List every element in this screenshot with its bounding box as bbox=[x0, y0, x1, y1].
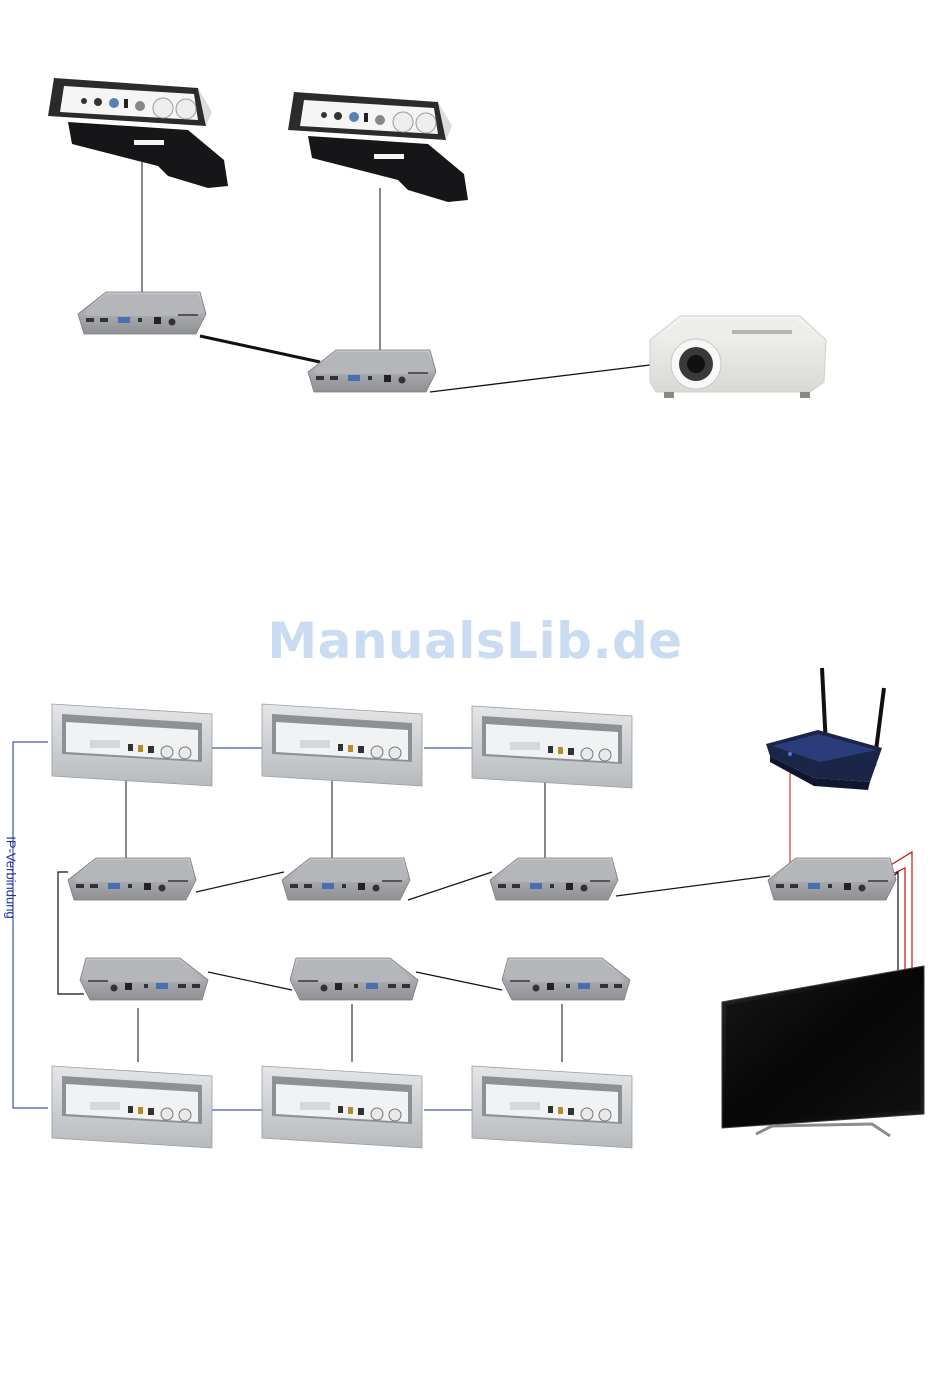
ip-connection-lines bbox=[13, 742, 472, 1110]
hdmi-cable bbox=[430, 365, 650, 392]
extender-box bbox=[768, 858, 896, 900]
extender-box bbox=[80, 958, 208, 1000]
vertical-wires bbox=[126, 760, 790, 1062]
tilt-socket-panel bbox=[288, 92, 468, 202]
table-connection-box bbox=[52, 1066, 212, 1148]
table-connection-box bbox=[52, 704, 212, 786]
extender-box bbox=[290, 958, 418, 1000]
table-connection-box bbox=[472, 706, 632, 788]
table-connection-box bbox=[472, 1066, 632, 1148]
extender-box bbox=[78, 292, 206, 334]
flat-screen-tv bbox=[722, 966, 924, 1136]
projector bbox=[650, 316, 826, 398]
link-cable bbox=[200, 336, 320, 362]
bottom-scene bbox=[13, 668, 924, 1148]
extender-box bbox=[502, 958, 630, 1000]
extender-box bbox=[308, 350, 436, 392]
tilt-socket-panel bbox=[48, 78, 228, 188]
watermark: ManualsLib.de bbox=[0, 612, 950, 670]
top-scene bbox=[48, 78, 826, 398]
wifi-router bbox=[766, 668, 884, 790]
extender-box bbox=[68, 858, 196, 900]
extender-box bbox=[282, 858, 410, 900]
table-connection-box bbox=[262, 704, 422, 786]
tv-stand bbox=[756, 1124, 890, 1136]
table-connection-box bbox=[262, 1066, 422, 1148]
extender-box bbox=[490, 858, 618, 900]
ip-connection-label: IP-Verbindung bbox=[4, 828, 19, 928]
